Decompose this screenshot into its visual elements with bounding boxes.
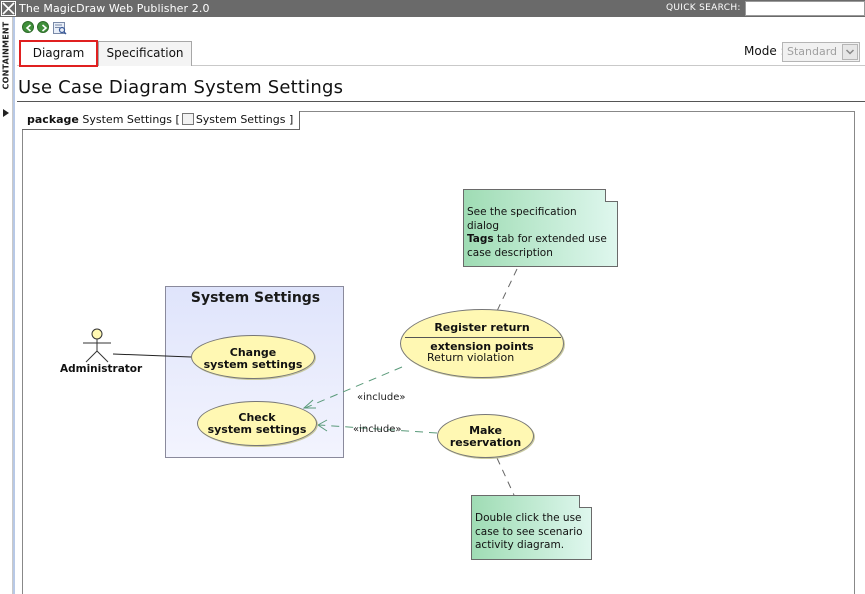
usecase-change-system-settings[interactable]: Change system settings [191, 335, 315, 379]
note-fold-icon [605, 189, 618, 202]
extension-points-heading: extension points [430, 340, 534, 353]
diagram-frame-tag: package System Settings [ System Settings… [22, 111, 301, 130]
include-arrowhead-icon [317, 419, 328, 432]
mode-select[interactable]: Standard [782, 42, 860, 62]
forward-icon[interactable] [37, 21, 49, 33]
note-specification-hint[interactable]: See the specification dialog Tags tab fo… [463, 189, 618, 267]
chevron-down-icon[interactable] [842, 44, 858, 60]
usecase-label: Register return [434, 321, 530, 334]
include-line-register[interactable] [304, 366, 403, 409]
usecase-check-system-settings[interactable]: Check system settings [197, 401, 317, 446]
note-text: tab for extended use [493, 233, 607, 245]
actor-figure-icon[interactable] [83, 328, 111, 363]
app-title: The MagicDraw Web Publisher 2.0 [19, 2, 210, 15]
note-line: Double click the use [475, 512, 582, 524]
find-in-diagram-icon[interactable] [52, 21, 67, 35]
frame-diagram-name: System Settings ] [195, 113, 294, 126]
note-anchor-line [496, 457, 515, 496]
view-tabs: Diagram Specification [17, 39, 865, 67]
note-anchor-line [496, 268, 518, 312]
usecase-label: Check [238, 411, 276, 424]
frame-keyword: package [27, 113, 79, 126]
include-arrowhead-icon [302, 399, 316, 409]
title-bar: The MagicDraw Web Publisher 2.0 QUICK SE… [0, 0, 865, 17]
page-title: Use Case Diagram System Settings [18, 77, 344, 98]
frame-package-name: System Settings [ [82, 113, 180, 126]
magicdraw-logo-icon [1, 1, 16, 16]
note-fold-icon [579, 495, 592, 508]
usecase-label: system settings [207, 423, 307, 436]
note-double-click-hint[interactable]: Double click the use case to see scenari… [471, 495, 592, 560]
quick-search-label: QUICK SEARCH: [666, 3, 741, 13]
mode-label: Mode : [744, 44, 785, 58]
title-divider [17, 101, 865, 102]
back-icon[interactable] [22, 21, 34, 33]
usecase-label: reservation [449, 436, 522, 449]
extension-points-divider [405, 337, 561, 338]
note-line: case description [467, 246, 553, 259]
extension-point-item: Return violation [427, 351, 515, 364]
usecase-make-reservation[interactable]: Make reservation [437, 414, 534, 458]
include-stereotype-label: «include» [353, 424, 402, 435]
note-line: See the specification dialog [467, 206, 577, 232]
usecase-diagram-icon [181, 113, 194, 125]
system-boundary-title: System Settings [190, 290, 321, 306]
actor-administrator-label: Administrator [60, 363, 143, 375]
include-stereotype-label: «include» [357, 392, 406, 403]
note-line: case to see scenario [475, 525, 583, 538]
note-bold-text: Tags [467, 233, 494, 245]
note-line: Tags tab for extended use [467, 233, 611, 247]
tab-diagram[interactable]: Diagram [19, 40, 98, 67]
usecase-label: Change [229, 346, 277, 359]
usecase-label: Make [469, 424, 502, 437]
containment-panel-toggle[interactable]: CONTAINMENT [0, 17, 15, 594]
expand-arrow-icon[interactable] [3, 109, 9, 117]
usecase-register-return[interactable]: Register return extension points Return … [400, 309, 564, 378]
tab-specification[interactable]: Specification [98, 41, 192, 66]
usecase-label: system settings [203, 358, 303, 371]
association-line[interactable] [112, 353, 192, 358]
include-line-reservation[interactable] [318, 424, 438, 434]
quick-search-input[interactable] [745, 1, 865, 16]
note-line: activity diagram. [475, 539, 565, 551]
mode-selected-value: Standard [787, 45, 838, 58]
